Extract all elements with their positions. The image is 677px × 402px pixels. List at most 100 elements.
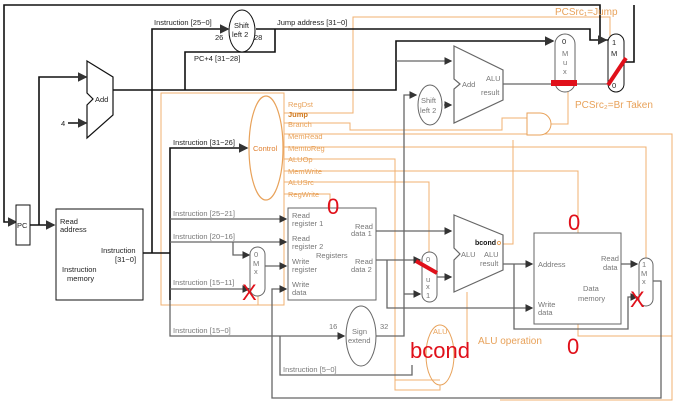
instr-25-21-label: Instruction [25−21] — [173, 209, 235, 218]
mux-x: x — [254, 267, 258, 276]
jump-pc-mux: 1 M 0 — [606, 33, 628, 93]
signal-aluop: ALUOp — [288, 155, 313, 164]
alu-operation-label: ALU operation — [478, 336, 542, 347]
dm-label-2: memory — [578, 294, 605, 303]
regdst-mux: 0 M x — [249, 246, 266, 297]
pcsrc1-label: PCSrc₁=Jump — [555, 7, 618, 18]
signal-memwrite: MemWrite — [288, 167, 322, 176]
instruction-out-label-2: [31−0] — [115, 255, 136, 264]
alu-control-label: ALU — [433, 327, 448, 336]
instr-20-16-label: Instruction [20−16] — [173, 232, 235, 241]
width-26: 26 — [215, 33, 223, 42]
registers-label: Registers — [316, 251, 348, 260]
imem-label: Instruction — [62, 265, 97, 274]
width-16: 16 — [329, 322, 337, 331]
control-signal-labels: RegDst Jump Branch MemRead MemtoReg ALUO… — [288, 100, 325, 199]
annotation-zero-memread: 0 — [567, 334, 579, 359]
width-32: 32 — [380, 322, 388, 331]
mux-x: x — [426, 282, 430, 291]
pc-label: PC — [17, 221, 28, 230]
mux-x: x — [563, 67, 567, 76]
read-reg1-label-2: register 1 — [292, 219, 323, 228]
datapath-wires — [3, 4, 662, 399]
mux-u: u — [563, 58, 567, 67]
branch-adder: Add ALU result — [453, 45, 504, 124]
read-data1-label: Read — [355, 222, 373, 231]
mux-M: M — [641, 269, 647, 278]
alusrc-mux: 0 u x 1 — [421, 251, 438, 303]
data-memory: Address Write data Read data Data memory — [533, 232, 622, 325]
mux-M: M — [253, 259, 259, 268]
annotation-zero-regwrite: 0 — [327, 194, 339, 219]
read-data2-label-2: data 2 — [351, 265, 372, 274]
instr-15-0-label: Instruction [15−0] — [173, 326, 231, 335]
sign-extend: Sign extend 16 32 — [329, 305, 388, 367]
alu-result-label-2: result — [480, 259, 499, 268]
alu-result-label: ALU — [486, 74, 501, 83]
mux-M: M — [562, 49, 568, 58]
pc-adder: Add — [86, 59, 114, 140]
signal-memtoreg: MemtoReg — [288, 144, 325, 153]
instruction-out-label: Instruction — [101, 246, 136, 255]
shift-label-2: left 2 — [232, 30, 248, 39]
address-label: Address — [538, 260, 566, 269]
add-label: Add — [95, 95, 108, 104]
bcond-port-label: bcond — [475, 240, 496, 247]
mux-input-1: 1 — [642, 260, 646, 269]
read-data2-label: Read — [355, 257, 373, 266]
instruction-memory: Read address Instruction [31−0] Instruct… — [55, 208, 144, 301]
shift-label: Shift — [234, 21, 250, 30]
shift-label-2: left 2 — [420, 106, 436, 115]
width-28: 28 — [254, 33, 262, 42]
red-selected-bar — [551, 80, 577, 86]
memtoreg-mux: 1 M x — [638, 257, 654, 307]
mux-input-1: 1 — [612, 38, 616, 47]
write-reg-label-2: register — [292, 265, 318, 274]
read-reg2-label-2: register 2 — [292, 242, 323, 251]
branch-pc-mux: 0 M u x — [551, 33, 577, 93]
read-reg1-label: Read — [292, 211, 310, 220]
alu-control: ALU — [425, 324, 455, 386]
main-alu: ALU bcond ALU result — [453, 214, 504, 293]
jump-shift-left-2: Shift left 2 26 28 — [215, 9, 262, 53]
bcond-port — [496, 240, 502, 246]
dm-write-label: Write — [538, 300, 555, 309]
pcsrc2-label: PCSrc₂=Br Taken — [575, 100, 653, 111]
read-data1-label-2: data 1 — [351, 229, 372, 238]
dm-label: Data — [583, 284, 600, 293]
shift-label: Shift — [421, 96, 437, 105]
register-file: Read register 1 Read register 2 Write re… — [287, 207, 377, 301]
control-wires — [160, 16, 673, 401]
instr-5-0-label: Instruction [5−0] — [283, 365, 337, 374]
branch-shift-left-2: Shift left 2 — [417, 84, 443, 126]
read-address-label: Read — [60, 217, 78, 226]
mux-input-1: 1 — [426, 291, 430, 300]
extend-label: extend — [348, 336, 371, 345]
signal-branch: Branch — [288, 120, 312, 129]
add-label: Add — [462, 80, 475, 89]
dm-read-label: Read — [601, 254, 619, 263]
mux-input-0: 0 — [562, 37, 566, 46]
mux-u: u — [426, 275, 430, 284]
const-four: 4 — [61, 119, 65, 128]
annotation-x-regdst: X — [242, 280, 257, 305]
annotation-x-memtoreg: X — [630, 287, 645, 312]
instr-31-26-label: Instruction [31−26] — [173, 138, 235, 147]
instr-25-0-label: Instruction [25−0] — [154, 18, 212, 27]
write-data-label-2: data — [292, 288, 307, 297]
branch-and-gate — [526, 112, 552, 136]
instr-15-11-label: Instruction [15−11] — [173, 278, 234, 287]
read-address-label-2: address — [60, 225, 87, 234]
mux-input-0: 0 — [612, 81, 616, 90]
write-reg-label: Write — [292, 257, 309, 266]
pc4-label: PC+4 [31−28] — [194, 54, 240, 63]
red-selected-bar — [606, 56, 628, 87]
sign-label: Sign — [352, 327, 367, 336]
alu-result-label-2: result — [481, 88, 500, 97]
signal-regwrite: RegWrite — [288, 190, 319, 199]
jump-address-label: Jump address [31−0] — [277, 18, 347, 27]
annotation-zero-memwrite: 0 — [568, 210, 580, 235]
signal-jump: Jump — [288, 110, 308, 119]
